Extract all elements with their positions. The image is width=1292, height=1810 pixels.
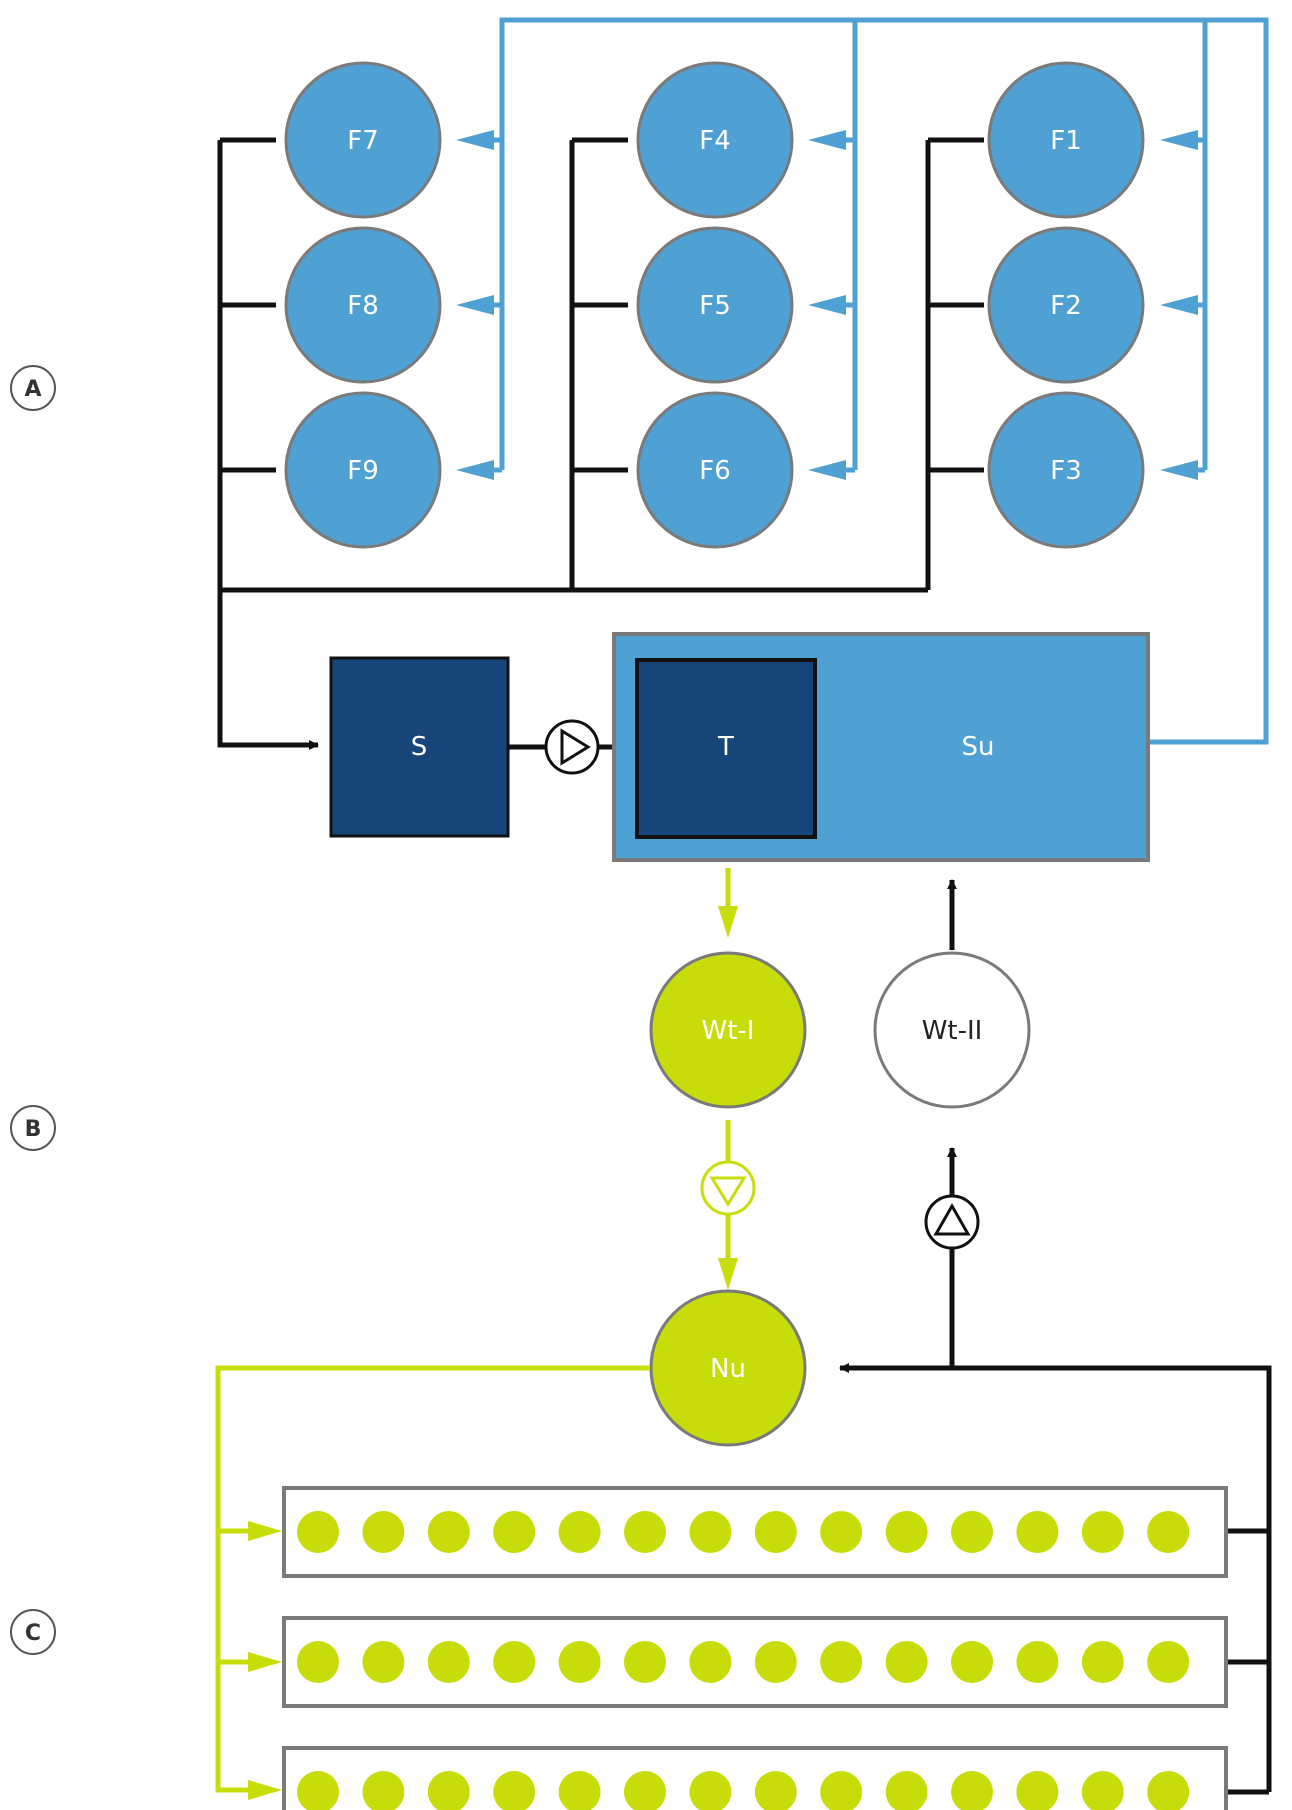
fish-tank-f8: F8 [284, 226, 442, 384]
plant [689, 1511, 732, 1553]
fish-tank-f2: F2 [987, 226, 1145, 384]
plant [624, 1511, 666, 1553]
plant [297, 1511, 339, 1553]
plant [362, 1641, 405, 1683]
plant-beds [282, 1486, 1228, 1810]
blue-supply-pipes [499, 17, 1269, 745]
fish-tank-label: F2 [1050, 291, 1082, 321]
blue-inlet-arrowheads [456, 130, 1198, 480]
fish-tank-label: F8 [347, 291, 379, 321]
plant [885, 1641, 928, 1683]
plant [1081, 1511, 1124, 1553]
plant [754, 1641, 797, 1683]
black-drain-pipes [217, 137, 984, 750]
plant [493, 1641, 536, 1683]
fish-tank-label: F6 [699, 456, 731, 486]
plant [1016, 1641, 1059, 1683]
plant [951, 1511, 993, 1553]
plant [1147, 1511, 1190, 1553]
fish-tank-f9: F9 [284, 391, 442, 549]
plant [754, 1511, 797, 1553]
green-flow-arrowheads [718, 906, 738, 1290]
fish-tank-f7: F7 [284, 61, 442, 219]
plant [885, 1771, 928, 1810]
plant [362, 1511, 405, 1553]
nutrient-tank-label: Nu [710, 1354, 746, 1384]
pump-wt1-to-nutrient [700, 1160, 756, 1216]
water-tank-1-label: Wt-I [702, 1016, 755, 1046]
plant [362, 1771, 405, 1810]
plant [427, 1771, 470, 1810]
plant [689, 1641, 732, 1683]
plant [558, 1641, 601, 1683]
plant [754, 1771, 797, 1810]
fish-tank-f1: F1 [987, 61, 1145, 219]
fish-tank-f3: F3 [987, 391, 1145, 549]
settler-label: S [411, 732, 428, 762]
plant [1016, 1771, 1059, 1810]
plant [951, 1641, 993, 1683]
plant [820, 1771, 863, 1810]
plant [427, 1511, 470, 1553]
section-label-c: C [10, 1609, 56, 1655]
fish-tanks: F7 F8 F9 F4 F5 F6 F1 F2 [284, 61, 1145, 549]
plant [493, 1511, 536, 1553]
plant [624, 1641, 666, 1683]
fish-tank-label: F4 [699, 126, 731, 156]
fish-tank-label: F3 [1050, 456, 1082, 486]
sump-label: Su [962, 732, 995, 762]
plant [297, 1771, 339, 1810]
fish-tank-label: F1 [1050, 126, 1082, 156]
plant [820, 1641, 863, 1683]
green-supply-pipes [215, 1365, 650, 1793]
plant [885, 1511, 928, 1553]
plant [689, 1771, 732, 1810]
pump-return-to-wt2 [924, 1194, 980, 1250]
plant [558, 1511, 601, 1553]
plant [1016, 1511, 1059, 1553]
fish-tank-f6: F6 [636, 391, 794, 549]
black-return-pipes [839, 879, 1272, 1795]
section-label-a: A [10, 365, 56, 411]
water-tank-2: Wt-II [873, 951, 1031, 1109]
plant [624, 1771, 666, 1810]
plant [297, 1641, 339, 1683]
green-supply-arrowheads [248, 1521, 282, 1800]
fish-tank-label: F9 [347, 456, 379, 486]
section-label-text: C [25, 1621, 41, 1646]
plant [1081, 1771, 1124, 1810]
trickling-filter-box: T [635, 658, 817, 839]
water-tank-1: Wt-I [649, 951, 807, 1109]
fish-tank-label: F5 [699, 291, 731, 321]
fish-tank-label: F7 [347, 126, 379, 156]
plant [1147, 1771, 1190, 1810]
fish-tank-f4: F4 [636, 61, 794, 219]
fish-tank-f5: F5 [636, 226, 794, 384]
plant [1081, 1641, 1124, 1683]
plant [427, 1641, 470, 1683]
section-label-text: A [24, 377, 41, 402]
plant [493, 1771, 536, 1810]
section-label-text: B [25, 1117, 42, 1142]
trickling-filter-label: T [717, 732, 734, 762]
plant [820, 1511, 863, 1553]
plant [951, 1771, 993, 1810]
plant [1147, 1641, 1190, 1683]
settler-box: S [329, 656, 510, 838]
water-tank-2-label: Wt-II [922, 1016, 983, 1046]
section-label-b: B [10, 1105, 56, 1151]
plant [558, 1771, 601, 1810]
nutrient-tank: Nu [649, 1289, 807, 1447]
